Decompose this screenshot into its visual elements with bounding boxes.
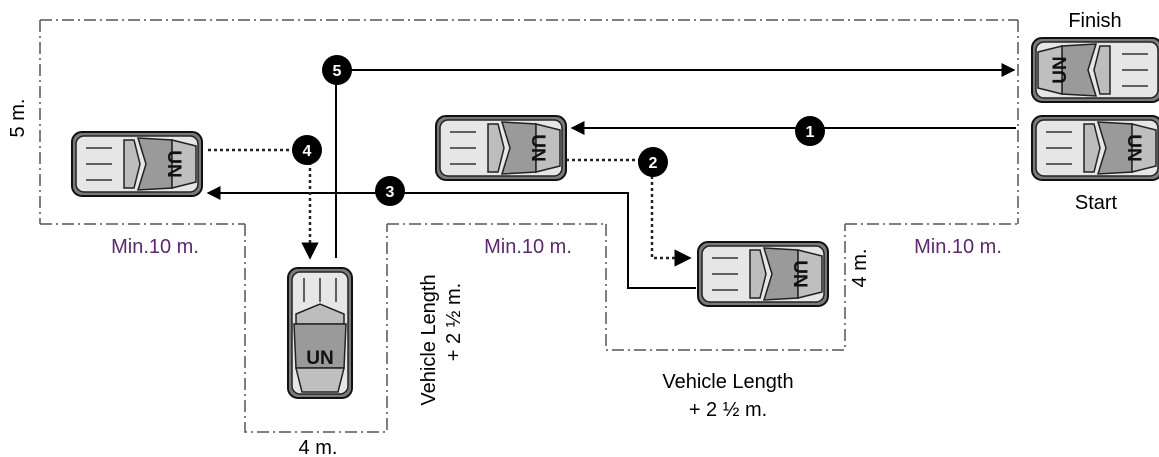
- car-plate: UN: [789, 260, 810, 287]
- start-label: Start: [1075, 192, 1118, 214]
- car-left-end: UN: [71, 131, 203, 197]
- min-distance-mid: Min.10 m.: [484, 236, 572, 258]
- car-plate: UN: [1050, 56, 1071, 83]
- svg-text:2: 2: [649, 155, 658, 172]
- parallel-parking-area: [605, 224, 846, 351]
- svg-text:3: 3: [386, 184, 395, 201]
- svg-text:4: 4: [303, 143, 312, 160]
- step-badge-1: 1: [795, 116, 825, 146]
- step-badge-5: 5: [322, 55, 352, 85]
- parallel-length-label-line1: Vehicle Length: [662, 371, 793, 393]
- car-plate: UN: [527, 134, 548, 161]
- path-step-2: [566, 158, 692, 267]
- car-plate: UN: [163, 150, 184, 177]
- car-bay: UN: [287, 267, 353, 399]
- svg-text:5: 5: [333, 63, 342, 80]
- bay-length-label-line2: + 2 ½ m.: [443, 283, 465, 361]
- car-middle: UN: [435, 115, 567, 181]
- bay-length-label-line1: Vehicle Length: [418, 274, 440, 405]
- car-finish: UN: [1032, 38, 1159, 102]
- bay-width-label: 4 m.: [299, 437, 338, 457]
- finish-label: Finish: [1068, 10, 1121, 32]
- car-plate: UN: [306, 348, 333, 369]
- car-start: UN: [1031, 115, 1159, 181]
- parking-bay: [244, 224, 388, 433]
- course-boundary: [39, 19, 1019, 225]
- step-badge-2: 2: [638, 147, 668, 177]
- step-badge-3: 3: [375, 176, 405, 206]
- parallel-width-label: 4 m.: [849, 249, 871, 288]
- course-width-label: 5 m.: [7, 99, 29, 138]
- min-distance-right: Min.10 m.: [914, 236, 1002, 258]
- path-step-4: [208, 148, 319, 260]
- path-step-3: [206, 186, 696, 289]
- step-badge-4: 4: [292, 135, 322, 165]
- parallel-length-label-line2: + 2 ½ m.: [689, 399, 767, 421]
- car-parallel: UN: [697, 241, 829, 307]
- svg-text:1: 1: [806, 124, 815, 141]
- min-distance-left: Min.10 m.: [111, 236, 199, 258]
- car-plate: UN: [1123, 134, 1144, 161]
